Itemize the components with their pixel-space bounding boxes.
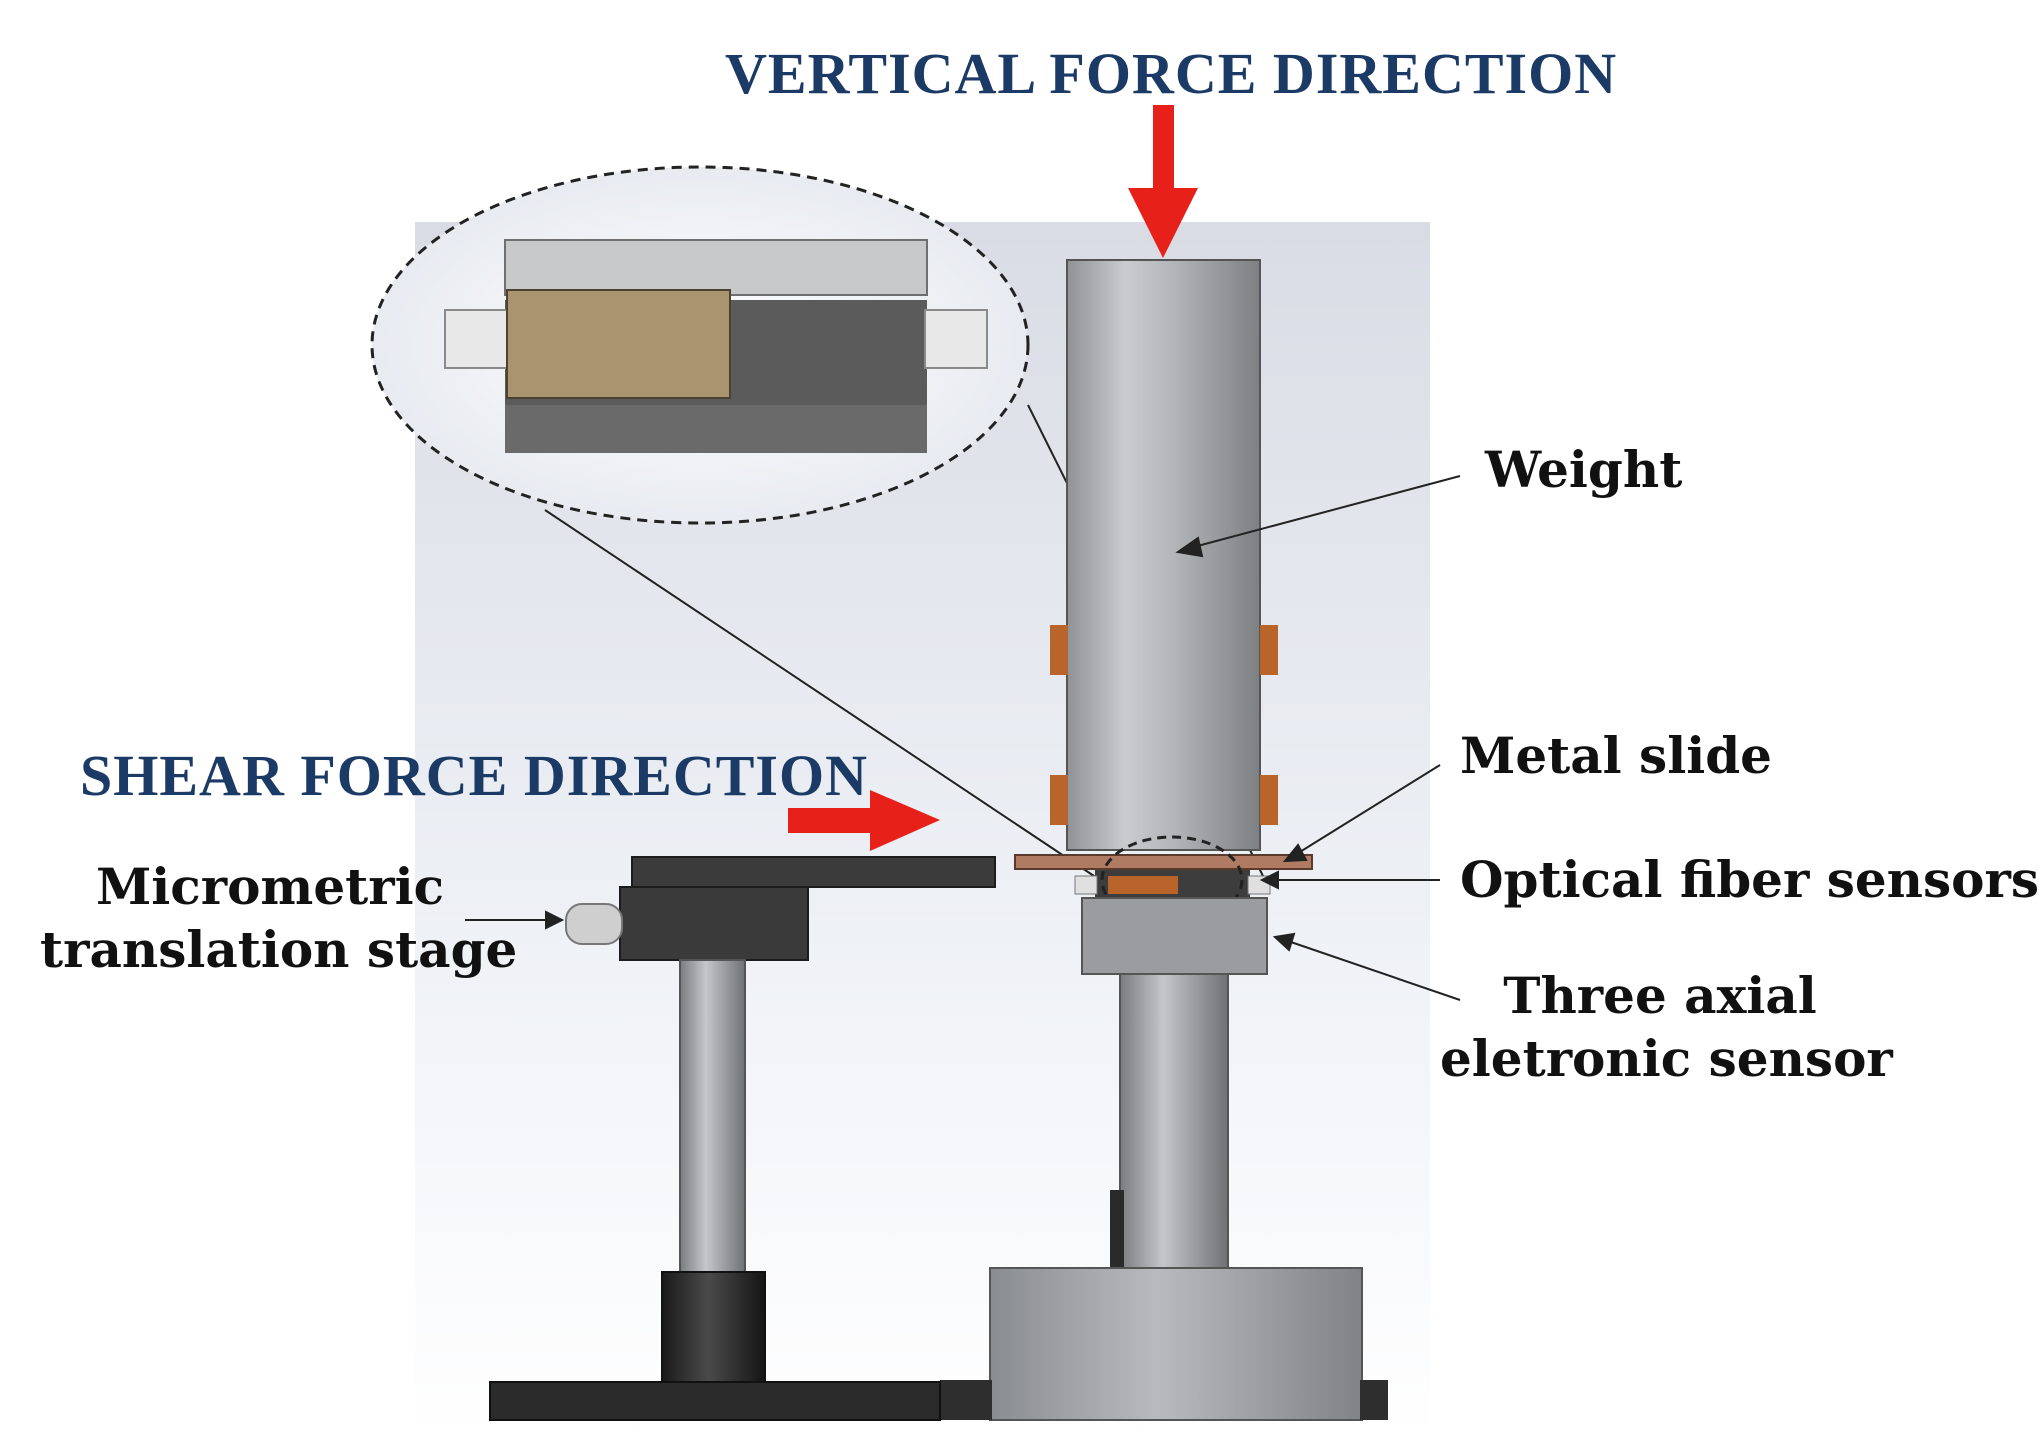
three-axial-sensor-block: [1081, 897, 1268, 975]
vertical-force-label: VERTICAL FORCE DIRECTION: [725, 41, 1618, 106]
stage-top-plate: [631, 856, 996, 888]
metal-slide-callout-arrow: [1282, 764, 1441, 863]
micrometric-line2: translation stage: [40, 920, 518, 979]
stage-block: [619, 886, 809, 961]
three-axial-line1: Three axial: [1503, 966, 1817, 1025]
zoom-leader-left: [544, 509, 1101, 881]
micrometric-label: Micrometric translation stage: [40, 857, 518, 979]
stage-base-plate: [489, 1381, 941, 1421]
optical-fiber-sensors-label: Optical fiber sensors: [1460, 850, 2039, 909]
weight-callout-arrow: [1175, 475, 1461, 558]
micrometric-line1: Micrometric: [95, 857, 445, 916]
three-axial-callout-arrow: [1272, 932, 1461, 1001]
micrometric-callout-arrow: [465, 910, 565, 930]
metal-slide: [1014, 854, 1313, 870]
optical-sensor-callout-arrow: [1259, 870, 1440, 890]
weight-label: Weight: [1485, 440, 1683, 499]
three-axial-label: Three axial eletronic sensor: [1440, 966, 1893, 1088]
shear-force-label: SHEAR FORCE DIRECTION: [80, 743, 868, 808]
stage-black-post: [661, 1271, 766, 1383]
three-axial-line2: eletronic sensor: [1440, 1029, 1893, 1088]
arrow-right-icon: [788, 790, 940, 851]
arrow-down-icon: [1128, 105, 1198, 258]
main-base: [989, 1267, 1363, 1421]
zoomed-sensor-detail: [444, 239, 988, 453]
main-post: [1119, 973, 1229, 1270]
metal-slide-label: Metal slide: [1460, 726, 1772, 785]
detail-ellipse: [1100, 835, 1244, 925]
micrometer-knob: [565, 903, 623, 945]
weight-cylinder: [1066, 259, 1261, 851]
